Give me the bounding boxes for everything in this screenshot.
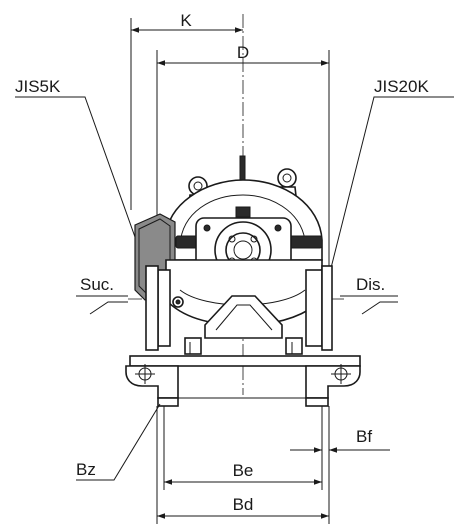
label-bf: Bf: [356, 427, 372, 446]
dimension-bf: Bf: [290, 427, 390, 453]
pump-body: [134, 155, 333, 355]
dimension-bz: Bz: [76, 403, 161, 481]
label-discharge: Dis.: [356, 275, 385, 294]
dimension-bd: Bd: [157, 495, 329, 519]
dimension-k: K: [130, 11, 243, 210]
jis5k-leader: JIS5K: [15, 77, 146, 266]
label-jis5k: JIS5K: [15, 77, 61, 96]
label-be: Be: [233, 461, 254, 480]
discharge-marker: Dis.: [330, 275, 398, 315]
label-d: D: [237, 43, 249, 62]
label-bd: Bd: [233, 495, 254, 514]
label-k: K: [180, 11, 192, 30]
jis20k-leader: JIS20K: [329, 77, 454, 273]
base-plate: [125, 355, 361, 407]
label-jis20k: JIS20K: [374, 77, 429, 96]
dimension-be: Be: [164, 461, 322, 485]
label-bz: Bz: [76, 460, 96, 479]
label-suction: Suc.: [80, 275, 114, 294]
bottom-extension-lines: [156, 406, 330, 524]
